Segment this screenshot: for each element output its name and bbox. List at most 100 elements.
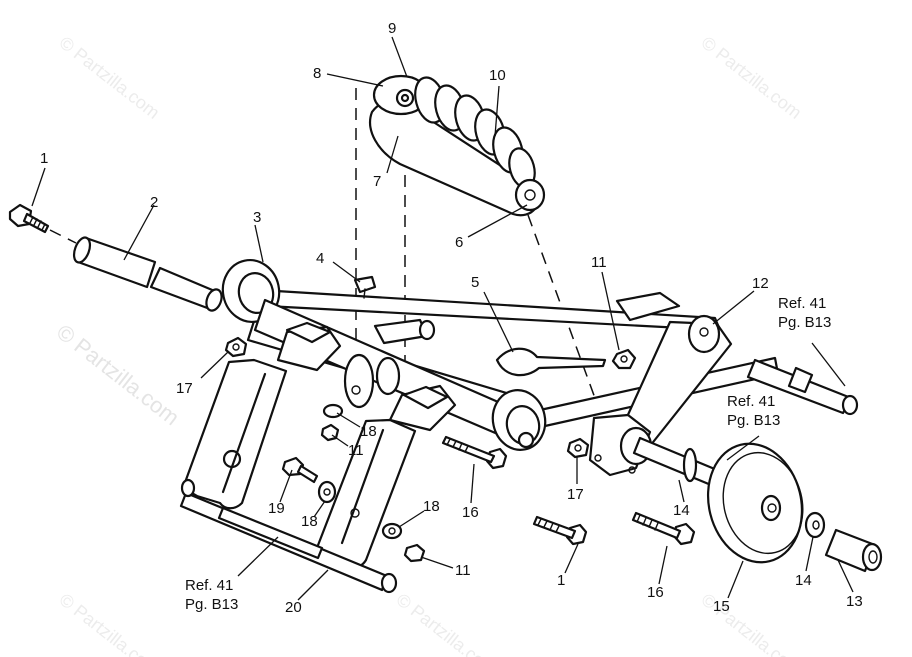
nut-17-left	[224, 336, 248, 358]
bolt-16-center-shank	[441, 435, 496, 464]
ref-left-bottom-line-1: Ref. 41	[185, 577, 233, 594]
label-20: 20	[285, 599, 302, 616]
bolt-1-lower-shank	[532, 515, 577, 540]
watermark-top-left: © Partzilla.com	[56, 32, 164, 122]
leader-15	[727, 560, 744, 599]
label-11-top: 11	[591, 254, 607, 271]
leader-3	[254, 224, 264, 263]
shock-lower-bore	[524, 189, 536, 201]
bolt-1-lower-thread	[537, 518, 560, 533]
leader-6	[467, 204, 528, 238]
nut-17-right-hole	[574, 444, 582, 452]
lower-cross-shaft-inner	[217, 506, 324, 560]
shock-lower-eye	[514, 178, 546, 212]
label-2: 2	[150, 194, 158, 211]
label-19: 19	[268, 500, 285, 517]
callout-labels: 1 2 3 4 5 6 7 8 9 10 11 12 13 14 14 15 1…	[40, 20, 863, 616]
bolt-1-left	[8, 203, 50, 234]
ref-right-mid-line-2: Pg. B13	[727, 412, 780, 429]
bolt-16-center-thread	[446, 438, 469, 453]
leader-16-right	[658, 545, 668, 585]
label-16-right: 16	[647, 584, 664, 601]
label-18-lower-left: 18	[301, 513, 318, 530]
washer-18-center	[322, 403, 344, 419]
label-6: 6	[455, 234, 463, 251]
leader-10	[494, 85, 500, 137]
label-9: 9	[388, 20, 396, 37]
lower-cross-shaft-end-left	[180, 478, 196, 498]
washer-14-right	[804, 511, 826, 539]
watermark-top-right: © Partzilla.com	[698, 32, 806, 122]
idler-wheel-bore	[767, 503, 777, 513]
leader-9	[391, 36, 408, 78]
reference-notes: Ref. 41 Pg. B13 Ref. 41 Pg. B13 Ref. 41 …	[185, 295, 831, 613]
leader-18-lower-right	[398, 510, 425, 528]
axis-line-left	[49, 229, 77, 244]
fasteners	[224, 336, 637, 563]
label-18-lower-right: 18	[423, 498, 440, 515]
label-11-center: 11	[348, 442, 364, 459]
label-10: 10	[489, 67, 506, 84]
leader-11-lower	[420, 556, 454, 569]
nut-17-left-hole	[232, 343, 240, 351]
stud-center-end	[418, 319, 436, 341]
leader-16-center	[470, 463, 475, 504]
washer-18-lower-left-hole	[323, 488, 331, 496]
spacer-tube	[49, 229, 223, 312]
label-5: 5	[471, 274, 479, 291]
leader-20	[297, 569, 329, 601]
label-14-right: 14	[795, 572, 812, 589]
nut-11-top	[611, 348, 637, 370]
label-17-left: 17	[176, 380, 193, 397]
idler-axle-washer	[682, 447, 698, 483]
rail-stop-wire	[495, 347, 607, 377]
spacer-13-end	[861, 542, 883, 572]
link-plate-edge-rear	[340, 428, 385, 545]
spacer-13-bore	[868, 550, 878, 564]
shock-upper-bore	[400, 93, 410, 103]
ref-left-bottom-line-2: Pg. B13	[185, 596, 238, 613]
lower-cross-shaft-end-right	[380, 572, 398, 594]
leader-2	[123, 204, 155, 261]
leader-18-center	[336, 412, 361, 428]
label-4: 4	[316, 250, 324, 267]
lower-plate-hole	[350, 508, 360, 518]
ref-right-mid-line-1: Ref. 41	[727, 393, 775, 410]
bracket-plate-left	[343, 353, 375, 409]
watermark-bottom-left: © Partzilla.com	[56, 589, 164, 657]
link-plate-edge-front	[221, 372, 267, 494]
leader-1-top	[31, 167, 46, 207]
idler-wheel-group	[441, 435, 883, 573]
label-13: 13	[846, 593, 863, 610]
bolt-19-shank	[296, 464, 319, 484]
label-15: 15	[713, 598, 730, 615]
spacer-tube-end-left	[72, 236, 92, 264]
spacer-tube-end-right	[205, 288, 223, 312]
leader-ref-left-bottom	[237, 536, 279, 577]
bracket-plate-left-hole	[351, 385, 361, 395]
idler-bracket-hole-1	[594, 454, 602, 462]
label-8: 8	[313, 65, 321, 82]
washer-14-right-hole	[812, 520, 820, 530]
leader-8	[326, 73, 384, 87]
rear-pivot-bore	[517, 431, 535, 449]
washer-18-lower-left	[317, 480, 337, 504]
bracket-plate-right	[375, 356, 401, 396]
leader-ref-right-top	[811, 342, 846, 387]
rear-arm-hub-upper-hole	[699, 327, 709, 337]
grease-fitting-4	[353, 275, 377, 294]
label-12: 12	[752, 275, 769, 292]
leader-11-top	[601, 271, 620, 351]
washer-18-lower-right-hole	[388, 527, 396, 535]
washer-18-lower-right	[381, 522, 403, 540]
bracket-pad-top-front	[285, 321, 332, 344]
nut-11-lower	[403, 543, 426, 563]
idler-wheel-hub	[760, 494, 782, 522]
label-7: 7	[373, 173, 381, 190]
rear-shaft-right-end	[841, 394, 859, 416]
label-17-right: 17	[567, 486, 584, 503]
watermark-left: © Partzilla.com	[52, 319, 184, 430]
leader-17-left	[200, 351, 229, 379]
watermark-bottom-center: © Partzilla.com	[393, 589, 501, 657]
